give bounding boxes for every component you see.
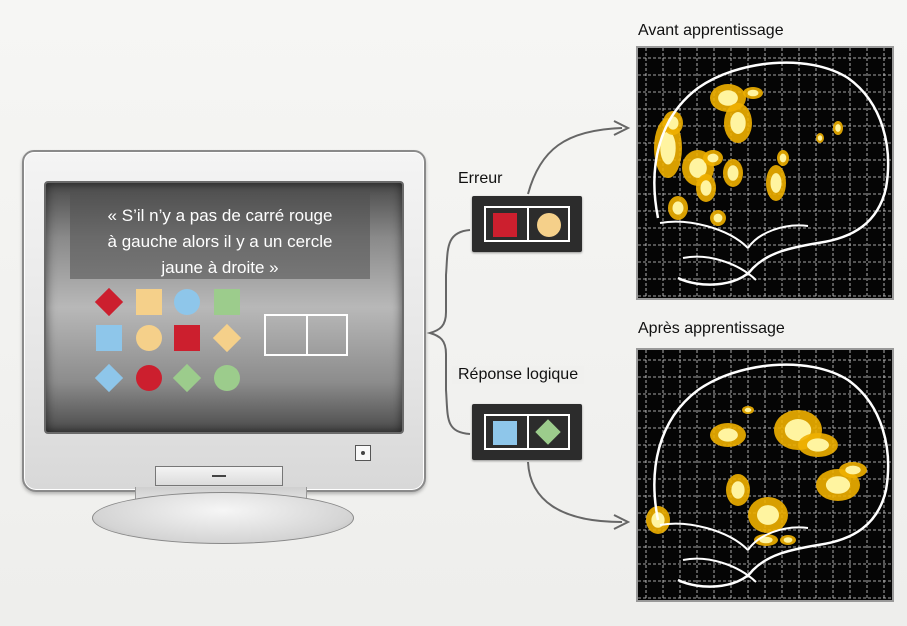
brain-fold-3	[682, 557, 757, 583]
activation-blob-core	[817, 135, 823, 141]
drive-slot	[155, 466, 283, 486]
rule-sentence-line-3: jaune à droite »	[161, 258, 279, 277]
activation-blob-core	[718, 428, 738, 442]
answer-box	[264, 314, 348, 356]
activation-blobs	[646, 406, 867, 546]
activation-blob-core	[689, 158, 707, 178]
error-option-divider	[527, 208, 529, 240]
after-brain-scan	[638, 350, 892, 600]
brain-outline	[653, 363, 890, 588]
brain-fold-2	[747, 224, 809, 249]
rule-sentence: « S’il n’y a pas de carré rouge à gauche…	[70, 191, 370, 279]
green-diamond-icon	[535, 419, 561, 445]
activation-blob-core	[783, 537, 793, 543]
square-shape-icon	[214, 289, 240, 315]
square-shape-icon	[136, 289, 162, 315]
activation-blob-core	[727, 165, 739, 181]
activation-blob-core	[718, 90, 738, 106]
rule-sentence-line-2: à gauche alors il y a un cercle	[107, 232, 333, 251]
blue-square-icon	[493, 421, 517, 445]
activation-blob-core	[707, 153, 719, 163]
diamond-shape-icon	[94, 363, 124, 393]
activation-blob-core	[744, 407, 752, 413]
circle-shape-icon	[214, 365, 240, 391]
activation-blob-core	[759, 536, 773, 544]
brain-fold-2	[747, 526, 809, 551]
yellow-circle-icon	[537, 213, 561, 237]
monitor-screen: « S’il n’y a pas de carré rouge à gauche…	[44, 181, 404, 434]
circle-shape-icon	[136, 325, 162, 351]
activation-blob-core	[825, 476, 851, 494]
circle-shape-icon	[136, 365, 162, 391]
activation-blob-core	[835, 124, 841, 132]
square-shape-icon	[174, 325, 200, 351]
after-learning-panel	[636, 348, 894, 602]
diamond-shape-icon	[94, 287, 124, 317]
logical-option-divider	[527, 416, 529, 448]
after-learning-title: Après apprentissage	[638, 320, 785, 337]
activation-blob-core	[731, 481, 745, 499]
activation-blob-core	[779, 153, 787, 163]
activation-blob-core	[672, 201, 684, 215]
activation-blob-core	[770, 173, 782, 193]
activation-blobs	[654, 84, 843, 226]
logical-response-option	[472, 404, 582, 460]
rule-sentence-line-1: « S’il n’y a pas de carré rouge	[107, 206, 333, 225]
power-button	[355, 445, 371, 461]
error-option	[472, 196, 582, 252]
activation-blob-core	[700, 180, 712, 196]
square-shape-icon	[96, 325, 122, 351]
activation-blob-core	[747, 89, 759, 97]
activation-blob-core	[660, 131, 676, 165]
activation-blob-core	[713, 213, 723, 223]
before-learning-panel	[636, 46, 894, 300]
before-brain-scan	[638, 48, 892, 298]
activation-blob-core	[807, 438, 829, 452]
before-learning-title: Avant apprentissage	[638, 22, 784, 39]
monitor-base	[92, 492, 354, 544]
diamond-shape-icon	[172, 363, 202, 393]
error-option-box	[484, 206, 570, 242]
scan-grid	[638, 48, 892, 298]
circle-shape-icon	[174, 289, 200, 315]
activation-blob-core	[757, 505, 779, 525]
activation-blob-core	[730, 112, 746, 134]
red-square-icon	[493, 213, 517, 237]
brain-fold-1	[659, 220, 749, 249]
answer-box-divider	[306, 316, 308, 354]
error-label: Erreur	[458, 170, 503, 187]
diamond-shape-icon	[212, 323, 242, 353]
logical-response-label: Réponse logique	[452, 366, 585, 384]
brain-fold-1	[659, 522, 749, 551]
activation-blob-core	[845, 465, 861, 475]
brain-outline	[653, 61, 890, 286]
logical-option-box	[484, 414, 570, 450]
activation-blob-core	[784, 419, 812, 441]
brain-fold-3	[682, 255, 757, 281]
